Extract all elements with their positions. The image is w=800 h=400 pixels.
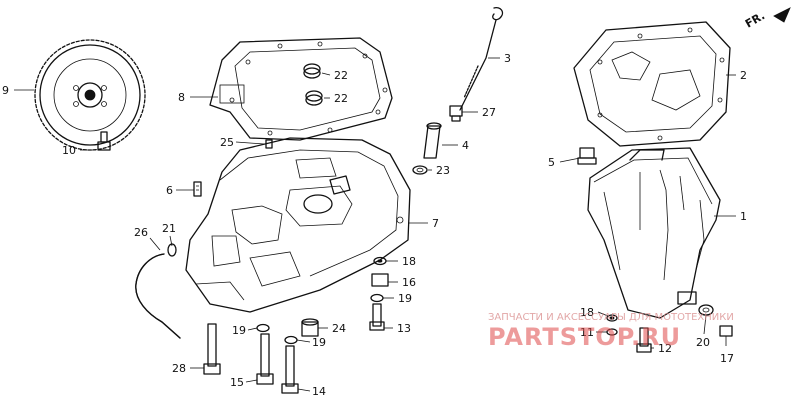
washer-19-left xyxy=(256,323,270,333)
callout-12: 12 xyxy=(658,342,672,355)
oil-case xyxy=(587,147,721,319)
callout-20: 20 xyxy=(696,336,710,349)
callout-19-left: 19 xyxy=(232,324,246,337)
washer-19-center xyxy=(284,335,298,345)
bolt-28 xyxy=(203,323,221,375)
dipstick-seal xyxy=(449,105,463,122)
front-arrow-icon xyxy=(773,7,791,23)
leader-lines xyxy=(14,57,736,392)
callout-9: 9 xyxy=(2,84,9,97)
oil-dipstick xyxy=(459,6,504,111)
callout-2: 2 xyxy=(740,69,747,82)
callout-21: 21 xyxy=(162,222,176,235)
tube-o-ring xyxy=(412,165,428,175)
washer-19-right xyxy=(370,293,384,303)
bolt-14 xyxy=(281,345,299,394)
case-plug xyxy=(577,147,597,165)
callout-3: 3 xyxy=(504,52,511,65)
callout-6: 6 xyxy=(166,184,173,197)
callout-8: 8 xyxy=(178,91,185,104)
dowel-pin xyxy=(265,139,273,149)
callout-27: 27 xyxy=(482,106,496,119)
callout-labels: 9 10 8 22 22 3 27 4 23 2 5 1 7 25 6 21 2… xyxy=(2,52,747,398)
callout-25: 25 xyxy=(220,136,234,149)
callout-19-right: 19 xyxy=(398,292,412,305)
callout-5: 5 xyxy=(548,156,555,169)
watermark-caption: ЗАПЧАСТИ И АКСЕССУАРЫ ДЛЯ МОТОТЕХНИКИ xyxy=(488,312,734,323)
grommet-upper xyxy=(303,63,321,79)
callout-24: 24 xyxy=(332,322,346,335)
nut-16 xyxy=(371,273,389,287)
grommet-24 xyxy=(301,318,319,337)
stud-13 xyxy=(369,303,385,331)
dipstick-tube xyxy=(423,122,442,159)
watermark: ЗАПЧАСТИ И АКСЕССУАРЫ ДЛЯ МОТОТЕХНИКИ PA… xyxy=(488,312,734,351)
front-direction-indicator: FR. xyxy=(743,7,791,31)
oil-pan xyxy=(185,137,411,313)
callout-11: 11 xyxy=(580,326,594,339)
breather-hose xyxy=(135,253,181,339)
callout-23: 23 xyxy=(436,164,450,177)
clamp-clip xyxy=(193,181,202,197)
drain-plug-17 xyxy=(719,325,733,337)
callout-28: 28 xyxy=(172,362,186,375)
callout-4: 4 xyxy=(462,139,469,152)
watermark-brand: PARTSTOP.RU xyxy=(488,323,681,351)
callout-13: 13 xyxy=(397,322,411,335)
flywheel-bolt xyxy=(97,131,111,151)
callout-16: 16 xyxy=(402,276,416,289)
washer-18-left xyxy=(373,256,387,266)
front-direction-label: FR. xyxy=(743,9,767,30)
callout-1: 1 xyxy=(740,210,747,223)
callout-22-upper: 22 xyxy=(334,69,348,82)
bolt-15 xyxy=(256,333,274,385)
callout-15: 15 xyxy=(230,376,244,389)
callout-17: 17 xyxy=(720,352,734,365)
callout-10: 10 xyxy=(62,144,76,157)
oil-case-gasket-upper xyxy=(573,21,731,147)
flywheel-ring-gear xyxy=(34,39,146,151)
callout-18-left: 18 xyxy=(402,255,416,268)
washer-18-right xyxy=(606,314,618,322)
callout-26: 26 xyxy=(134,226,148,239)
grommet-lower xyxy=(305,90,323,106)
oil-pan-gasket-upper xyxy=(209,37,393,141)
callout-18-right: 18 xyxy=(580,306,594,319)
callout-19-center: 19 xyxy=(312,336,326,349)
callout-22-lower: 22 xyxy=(334,92,348,105)
callout-14: 14 xyxy=(312,385,326,398)
callout-7: 7 xyxy=(432,217,439,230)
